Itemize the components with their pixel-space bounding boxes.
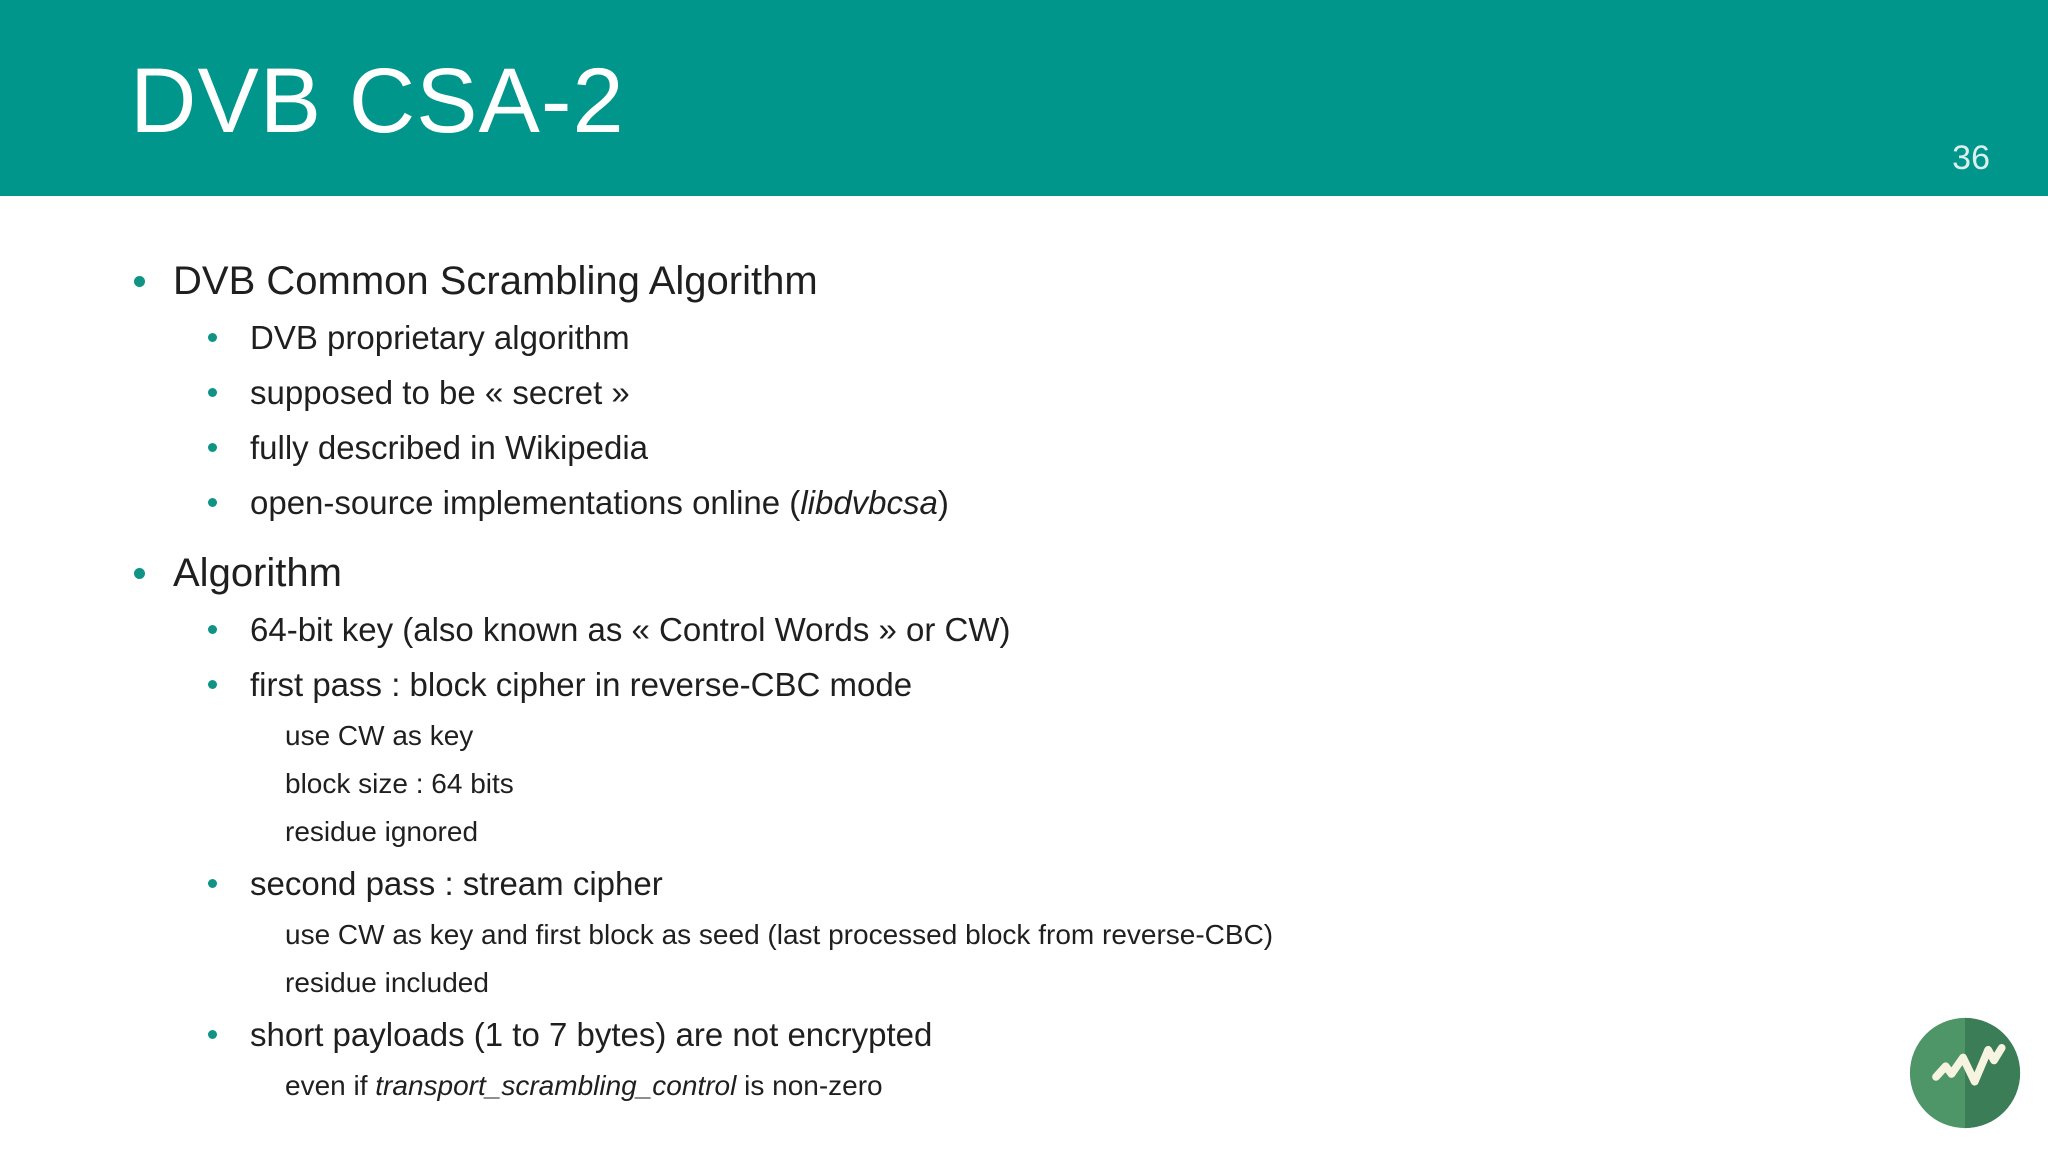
bullet-text: short payloads (1 to 7 bytes) are not en… bbox=[250, 1015, 933, 1053]
bullet-text: even if transport_scrambling_control is … bbox=[285, 1070, 883, 1101]
bullet-text: fully described in Wikipedia bbox=[250, 428, 649, 466]
title-bar: DVB CSA-2 36 bbox=[0, 0, 2048, 196]
bullet-text: first pass : block cipher in reverse-CBC… bbox=[250, 665, 913, 703]
bullet-text: DVB proprietary algorithm bbox=[250, 318, 630, 356]
waveform-chart-icon bbox=[1909, 1017, 2021, 1129]
bullet-item-level-3: residue ignored bbox=[0, 808, 2048, 856]
bullet-icon bbox=[208, 333, 217, 342]
bullet-text: 64-bit key (also known as « Control Word… bbox=[250, 610, 1011, 648]
bullet-item-level-3: residue included bbox=[0, 959, 2048, 1007]
slide-title: DVB CSA-2 bbox=[130, 50, 625, 152]
bullet-icon bbox=[208, 388, 217, 397]
bullet-text: residue included bbox=[285, 967, 489, 998]
bullet-item-level-3: block size : 64 bits bbox=[0, 760, 2048, 808]
page-number: 36 bbox=[1952, 139, 1990, 177]
bullet-text: residue ignored bbox=[285, 816, 479, 847]
bullet-text: use CW as key bbox=[285, 720, 474, 751]
bullet-text: use CW as key and first block as seed (l… bbox=[285, 919, 1274, 950]
bullet-item-level-2: fully described in Wikipedia bbox=[0, 420, 2048, 475]
bullet-icon bbox=[208, 879, 217, 888]
bullet-text: Algorithm bbox=[173, 550, 342, 595]
bullet-icon bbox=[208, 625, 217, 634]
bullet-text: second pass : stream cipher bbox=[250, 864, 663, 902]
bullet-item-level-1: Algorithm bbox=[0, 544, 2048, 602]
bullet-icon bbox=[208, 1030, 217, 1039]
bullet-icon bbox=[208, 443, 217, 452]
bullet-item-level-2: open-source implementations online (libd… bbox=[0, 475, 2048, 530]
bullet-item-level-2: second pass : stream cipher bbox=[0, 856, 2048, 911]
bullet-icon bbox=[208, 680, 217, 689]
bullet-item-level-3: use CW as key bbox=[0, 712, 2048, 760]
bullet-text: supposed to be « secret » bbox=[250, 373, 630, 411]
bullet-text: open-source implementations online (libd… bbox=[250, 483, 949, 521]
bullet-text: block size : 64 bits bbox=[285, 768, 514, 799]
bullet-item-level-3: even if transport_scrambling_control is … bbox=[0, 1062, 2048, 1110]
logo bbox=[1907, 1015, 2023, 1131]
bullet-item-level-2: short payloads (1 to 7 bytes) are not en… bbox=[0, 1007, 2048, 1062]
bullet-item-level-3: use CW as key and first block as seed (l… bbox=[0, 911, 2048, 959]
bullet-item-level-2: 64-bit key (also known as « Control Word… bbox=[0, 602, 2048, 657]
bullet-item-level-2: DVB proprietary algorithm bbox=[0, 310, 2048, 365]
bullet-item-level-2: supposed to be « secret » bbox=[0, 365, 2048, 420]
bullet-icon bbox=[134, 275, 145, 287]
bullet-item-level-1: DVB Common Scrambling Algorithm bbox=[0, 252, 2048, 310]
bullet-icon bbox=[208, 498, 217, 507]
bullet-text: DVB Common Scrambling Algorithm bbox=[173, 258, 818, 303]
bullet-icon bbox=[134, 567, 145, 579]
bullet-item-level-2: first pass : block cipher in reverse-CBC… bbox=[0, 657, 2048, 712]
